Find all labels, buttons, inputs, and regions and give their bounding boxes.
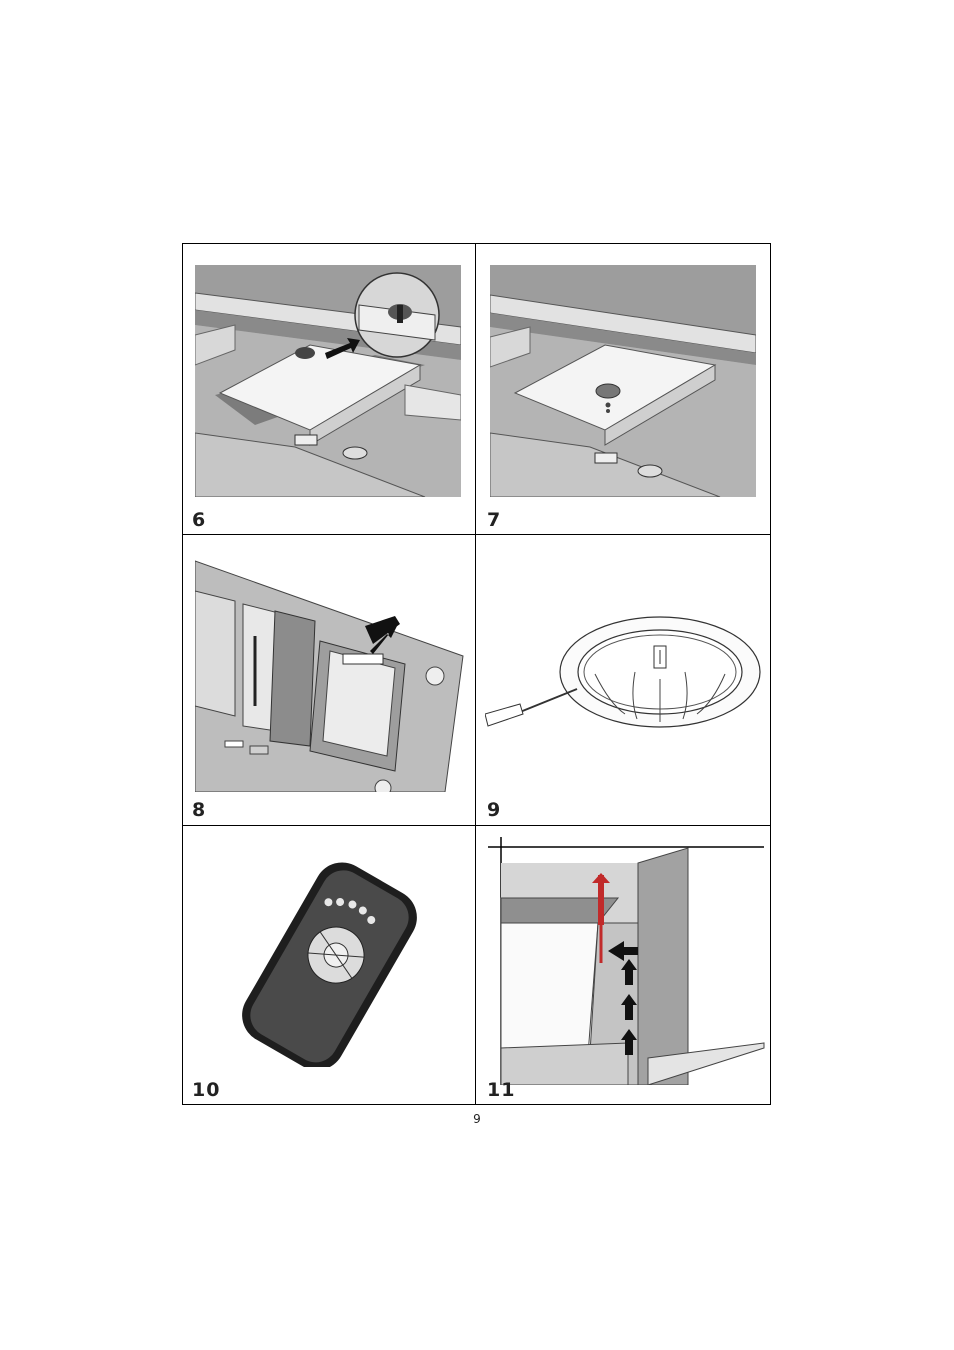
- grid-divider-vertical: [475, 244, 476, 1104]
- figure-7-label: 7: [487, 509, 501, 531]
- figure-9-grease-filter-screwdriver-illustration: [485, 614, 765, 739]
- figure-8-hood-underside-illustration: [195, 556, 465, 792]
- figure-8-label: 8: [192, 799, 206, 821]
- figure-11-label: 11: [487, 1079, 515, 1101]
- figure-6-label: 6: [192, 509, 206, 531]
- grid-divider-row1: [183, 534, 770, 535]
- figure-11-hood-installation-illustration: [488, 833, 770, 1085]
- figure-10-label: 10: [192, 1079, 220, 1101]
- grid-divider-row2: [183, 825, 770, 826]
- figure-7-hood-filter-illustration: [490, 265, 756, 497]
- figure-6-hood-filter-illustration: [195, 265, 461, 497]
- figure-10-remote-control-illustration: [227, 862, 437, 1067]
- figure-grid: 6 7 8: [182, 243, 771, 1105]
- page-number: 9: [0, 1112, 954, 1126]
- figure-9-label: 9: [487, 799, 501, 821]
